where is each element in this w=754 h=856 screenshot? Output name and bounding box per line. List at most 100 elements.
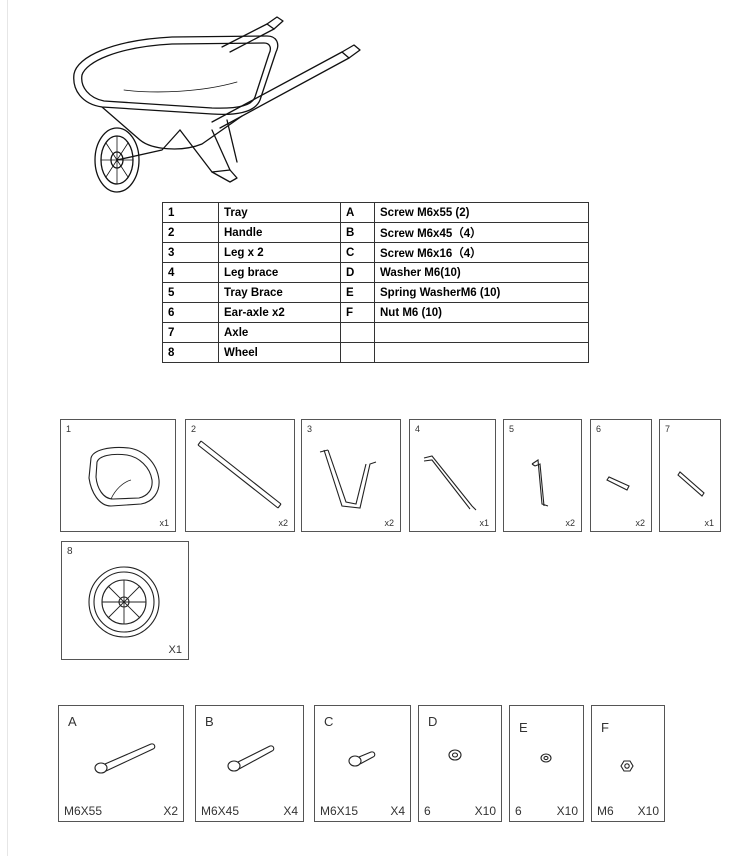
part-number: 4	[415, 424, 421, 434]
hardware-size: M6X55	[64, 804, 103, 818]
hardware-box-d: D 6 X10	[418, 705, 502, 822]
part-box-axle: 7 x1	[659, 419, 721, 532]
part-name-cell: Leg brace	[218, 262, 341, 283]
hardware-desc-cell: Screw M6x45（4）	[374, 222, 589, 243]
ear-axle-icon	[606, 476, 630, 491]
washer-icon	[448, 749, 462, 761]
hardware-size: 6	[515, 804, 522, 818]
part-number: 5	[509, 424, 515, 434]
part-number-cell: 4	[162, 262, 219, 283]
nut-icon	[620, 760, 634, 772]
part-number: 8	[67, 546, 73, 557]
part-number-cell: 3	[162, 242, 219, 263]
part-number: 6	[596, 424, 602, 434]
handle-icon	[197, 440, 282, 509]
hardware-letter-cell: D	[340, 262, 375, 283]
wheel-icon	[88, 566, 160, 638]
hardware-letter-cell: B	[340, 222, 375, 243]
part-quantity: X1	[168, 644, 182, 656]
part-number: 3	[307, 424, 313, 434]
part-quantity: x2	[278, 518, 288, 528]
part-name-cell: Tray Brace	[218, 282, 341, 303]
hardware-box-f: F M6 X10	[591, 705, 665, 822]
hardware-box-c: C M6X15 X4	[314, 705, 411, 822]
part-quantity: x2	[565, 518, 575, 528]
hardware-letter: F	[601, 720, 609, 735]
wheelbarrow-illustration	[62, 12, 362, 197]
leg-brace-icon	[423, 455, 477, 511]
hardware-letter-cell: E	[340, 282, 375, 303]
hardware-quantity: X10	[556, 804, 578, 818]
hardware-letter: D	[428, 714, 438, 729]
short-screw-icon	[348, 751, 376, 767]
hardware-letter-cell: F	[340, 302, 375, 323]
hardware-letter: A	[68, 714, 77, 729]
part-number-cell: 7	[162, 322, 219, 343]
part-name-cell: Tray	[218, 202, 341, 223]
part-box-leg-brace: 4 x1	[409, 419, 496, 532]
part-box-tray: 1 x1	[60, 419, 176, 532]
hardware-desc-cell: Screw M6x55 (2)	[374, 202, 589, 223]
leg-icon	[319, 449, 377, 509]
hardware-desc-cell: Screw M6x16（4）	[374, 242, 589, 263]
hardware-desc-cell: Washer M6(10)	[374, 262, 589, 283]
part-box-ear-axle: 6 x2	[590, 419, 652, 532]
hardware-desc-cell: Spring WasherM6 (10)	[374, 282, 589, 303]
screw-icon	[227, 745, 275, 772]
part-number: 1	[66, 424, 72, 434]
part-name-cell: Handle	[218, 222, 341, 243]
hardware-letter-cell: A	[340, 202, 375, 223]
tray-brace-icon	[531, 459, 549, 507]
hardware-quantity: X10	[474, 804, 496, 818]
hardware-box-e: E 6 X10	[509, 705, 584, 822]
part-quantity: x2	[635, 518, 645, 528]
page-edge-rule	[7, 0, 8, 856]
hardware-letter-cell	[340, 322, 375, 343]
hardware-desc-cell: Nut M6 (10)	[374, 302, 589, 323]
axle-icon	[677, 471, 705, 497]
part-number-cell: 5	[162, 282, 219, 303]
part-quantity: x2	[384, 518, 394, 528]
spring-washer-icon	[540, 753, 552, 763]
hardware-letter-cell	[340, 342, 375, 363]
part-name-cell: Wheel	[218, 342, 341, 363]
part-number-cell: 1	[162, 202, 219, 223]
long-screw-icon	[94, 743, 156, 774]
hardware-size: 6	[424, 804, 431, 818]
part-number-cell: 6	[162, 302, 219, 323]
part-name-cell: Axle	[218, 322, 341, 343]
hardware-box-b: B M6X45 X4	[195, 705, 304, 822]
hardware-quantity: X2	[163, 804, 178, 818]
part-name-cell: Leg x 2	[218, 242, 341, 263]
hardware-letter: C	[324, 714, 334, 729]
hardware-size: M6X15	[320, 804, 359, 818]
hardware-letter: E	[519, 720, 528, 735]
hardware-box-a: A M6X55 X2	[58, 705, 184, 822]
part-number-cell: 2	[162, 222, 219, 243]
hardware-size: M6	[597, 804, 614, 818]
hardware-quantity: X10	[637, 804, 659, 818]
part-number-cell: 8	[162, 342, 219, 363]
hardware-quantity: X4	[283, 804, 298, 818]
part-quantity: x1	[479, 518, 489, 528]
part-box-handle: 2 x2	[185, 419, 295, 532]
part-quantity: x1	[159, 518, 169, 528]
hardware-quantity: X4	[390, 804, 405, 818]
part-box-tray-brace: 5 x2	[503, 419, 582, 532]
hardware-letter: B	[205, 714, 214, 729]
hardware-size: M6X45	[201, 804, 240, 818]
part-number: 7	[665, 424, 671, 434]
part-box-wheel: 8 X1	[61, 541, 189, 660]
hardware-letter-cell: C	[340, 242, 375, 263]
part-name-cell: Ear-axle x2	[218, 302, 341, 323]
part-quantity: x1	[704, 518, 714, 528]
